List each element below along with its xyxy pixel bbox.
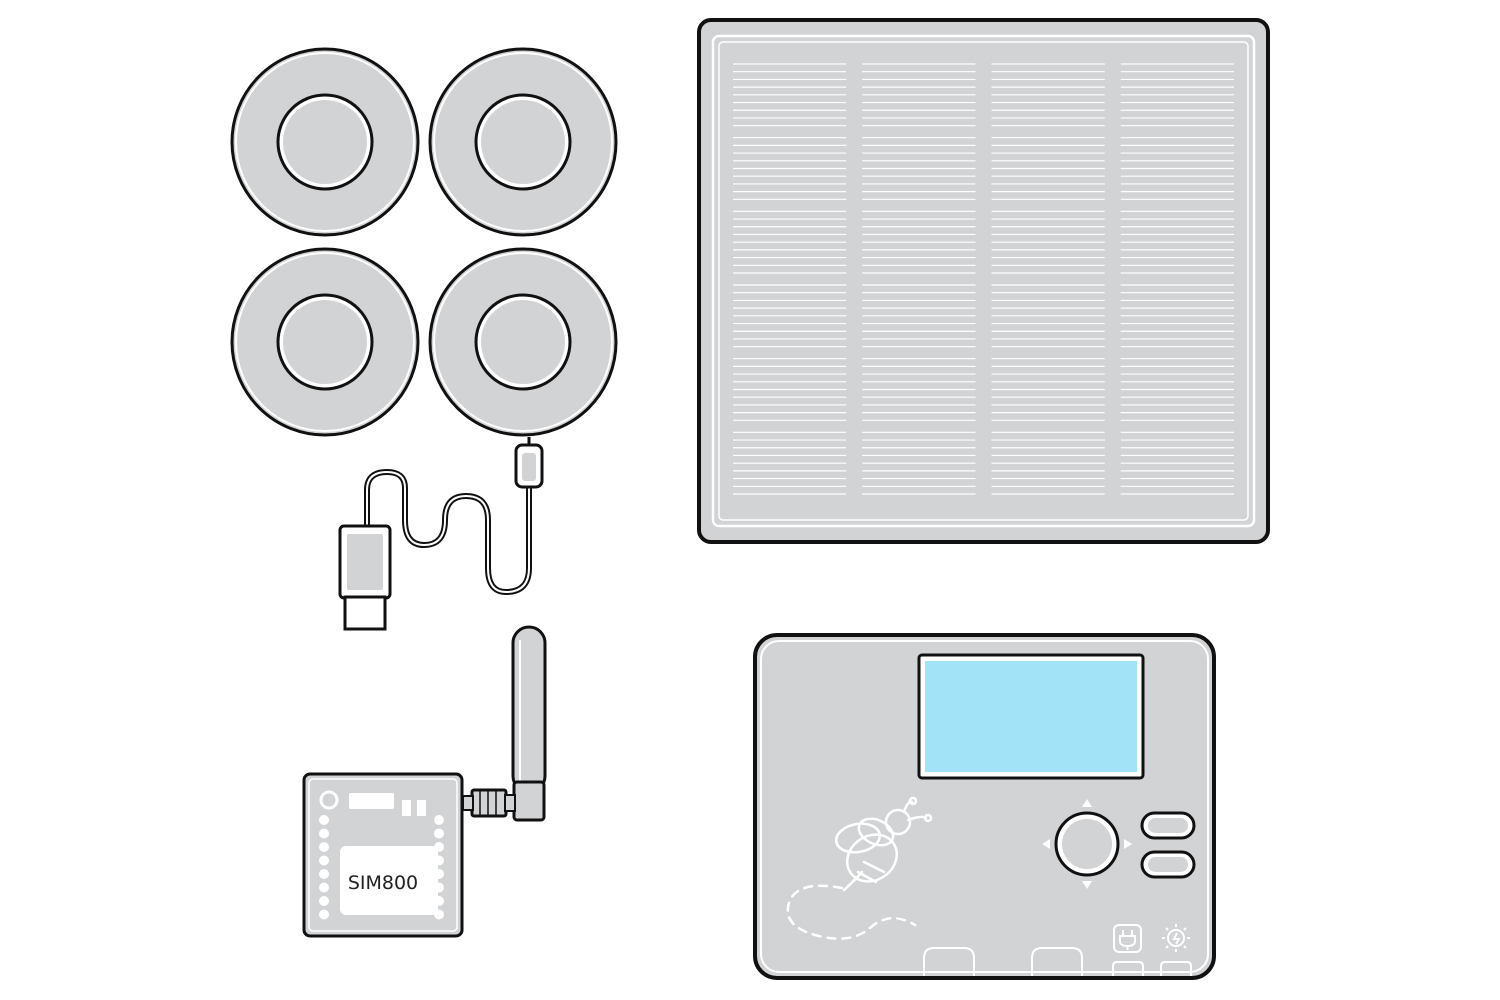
solar-cell [733,358,847,421]
solar-cell-grid [733,63,1234,495]
gsm-pin [319,855,329,866]
solar-cell [1120,63,1234,127]
gsm-pin [319,828,329,839]
solar-cell [1120,431,1234,495]
arrow-left-icon[interactable] [1042,839,1050,849]
solar-cell [733,210,847,274]
port-small-left [1112,961,1144,976]
solar-charge-icon [1162,924,1190,952]
port-right [1031,947,1083,976]
gsm-pin [319,882,329,893]
load-cell [230,247,420,437]
load-cell [428,47,618,237]
usb-cable [338,437,544,631]
port-small-right [1160,961,1192,976]
side-button-top[interactable] [1140,811,1196,840]
solar-cell [991,137,1105,200]
solar-cell [733,137,847,200]
load-cell [428,247,618,437]
arrow-down-icon[interactable] [1082,881,1092,889]
select-button[interactable] [1062,819,1112,869]
load-cells [230,47,618,437]
navigation-pad[interactable] [1042,799,1132,889]
solar-cell [1120,137,1234,200]
solar-cell [862,358,976,421]
bee-flight-path [786,884,917,940]
gsm-module: SIM800 [302,625,547,938]
solar-cell [862,63,976,127]
solar-cell [1120,284,1234,348]
solar-cell [862,431,976,495]
gsm-pin [319,896,329,906]
solar-cell [991,431,1105,495]
solar-cell [862,210,976,274]
gsm-pin [319,869,329,879]
solar-cell [733,431,847,495]
solar-cell [1120,358,1234,421]
solar-cell [733,284,847,348]
bee-icon [834,796,933,892]
solar-cell [862,284,976,348]
port-left [923,947,975,976]
solar-panel [697,18,1270,544]
solar-cell [991,358,1105,421]
gsm-pin [434,815,444,825]
solar-cell [733,63,847,127]
solar-cell [991,63,1105,127]
display-area [925,661,1137,772]
sim800-chip [340,846,438,915]
gsm-pin [319,815,329,825]
arrow-right-icon[interactable] [1124,839,1132,849]
solar-cell [1120,210,1234,274]
gsm-pin [319,909,329,920]
solar-cell [991,284,1105,348]
solar-cell [991,210,1105,274]
load-cell [230,47,420,237]
gsm-module-label: SIM800 [348,872,418,894]
antenna [462,625,547,822]
gsm-pin [434,828,444,839]
plug-icon [1113,924,1142,953]
side-button-bottom[interactable] [1140,850,1196,879]
solar-cell [862,137,976,200]
arrow-up-icon[interactable] [1082,799,1092,807]
gsm-pin [319,842,329,852]
controller-device [753,633,1216,980]
